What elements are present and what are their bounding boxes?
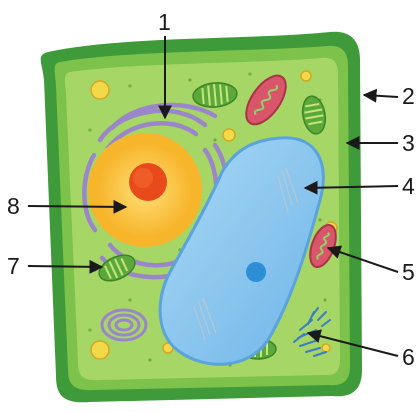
arrow-7 xyxy=(28,266,102,267)
label-5: 5 xyxy=(402,259,415,285)
label-1: 1 xyxy=(158,9,171,35)
label-3: 3 xyxy=(402,130,415,156)
label-7: 7 xyxy=(7,253,20,279)
nucleus xyxy=(88,133,202,247)
arrow-8 xyxy=(28,206,126,207)
vacuole-vesicle xyxy=(246,262,266,282)
arrow-2 xyxy=(364,95,398,97)
label-6: 6 xyxy=(402,344,415,370)
label-8: 8 xyxy=(7,193,20,219)
label-4: 4 xyxy=(402,173,415,199)
label-2: 2 xyxy=(402,83,415,109)
